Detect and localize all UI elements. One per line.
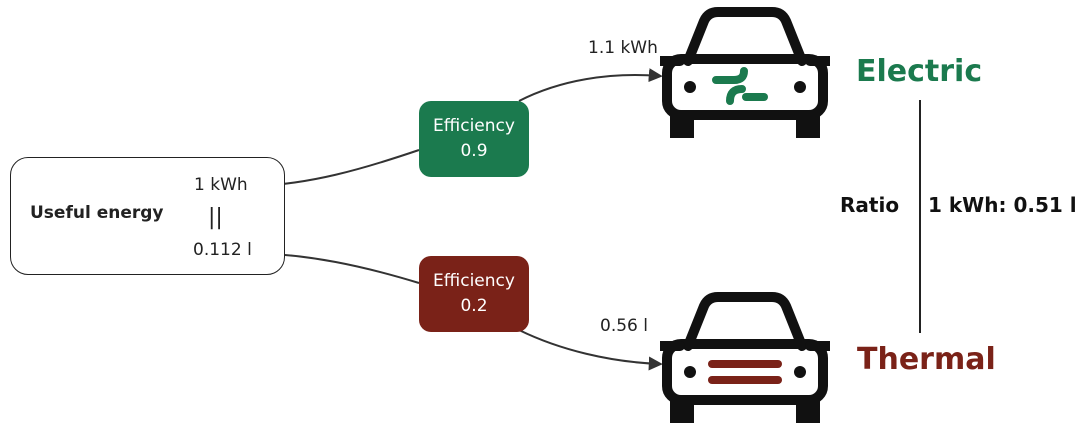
arrow-efficiency-red-to-thermal-car (518, 329, 663, 371)
arrow-efficiency-green-to-electric-car (518, 68, 663, 102)
car-front-grille-icon (660, 292, 830, 423)
electric-input-value: 1.1 kWh (588, 38, 658, 58)
useful-energy-label: Useful energy (30, 203, 164, 223)
efficiency-box-thermal: Efficiency 0.2 (419, 256, 529, 332)
efficiency-label-thermal: Efficiency (433, 271, 515, 291)
useful-thermal-value: 0.112 l (193, 240, 252, 260)
car-front-plug-icon (660, 7, 830, 138)
useful-electric-value: 1 kWh (194, 175, 248, 195)
thermal-label: Thermal (857, 342, 996, 377)
efficiency-box-electric: Efficiency 0.9 (419, 101, 529, 177)
efficiency-value-thermal: 0.2 (460, 296, 488, 316)
efficiency-value-electric: 0.9 (460, 141, 488, 161)
efficiency-label-electric: Efficiency (433, 116, 515, 136)
ratio-label: Ratio (840, 193, 900, 217)
ratio-value: 1 kWh: 0.51 l (928, 193, 1077, 217)
thermal-input-value: 0.56 l (600, 316, 648, 336)
equals-symbol: || (208, 205, 223, 230)
useful-energy-box (10, 157, 285, 275)
electric-label: Electric (856, 54, 983, 89)
